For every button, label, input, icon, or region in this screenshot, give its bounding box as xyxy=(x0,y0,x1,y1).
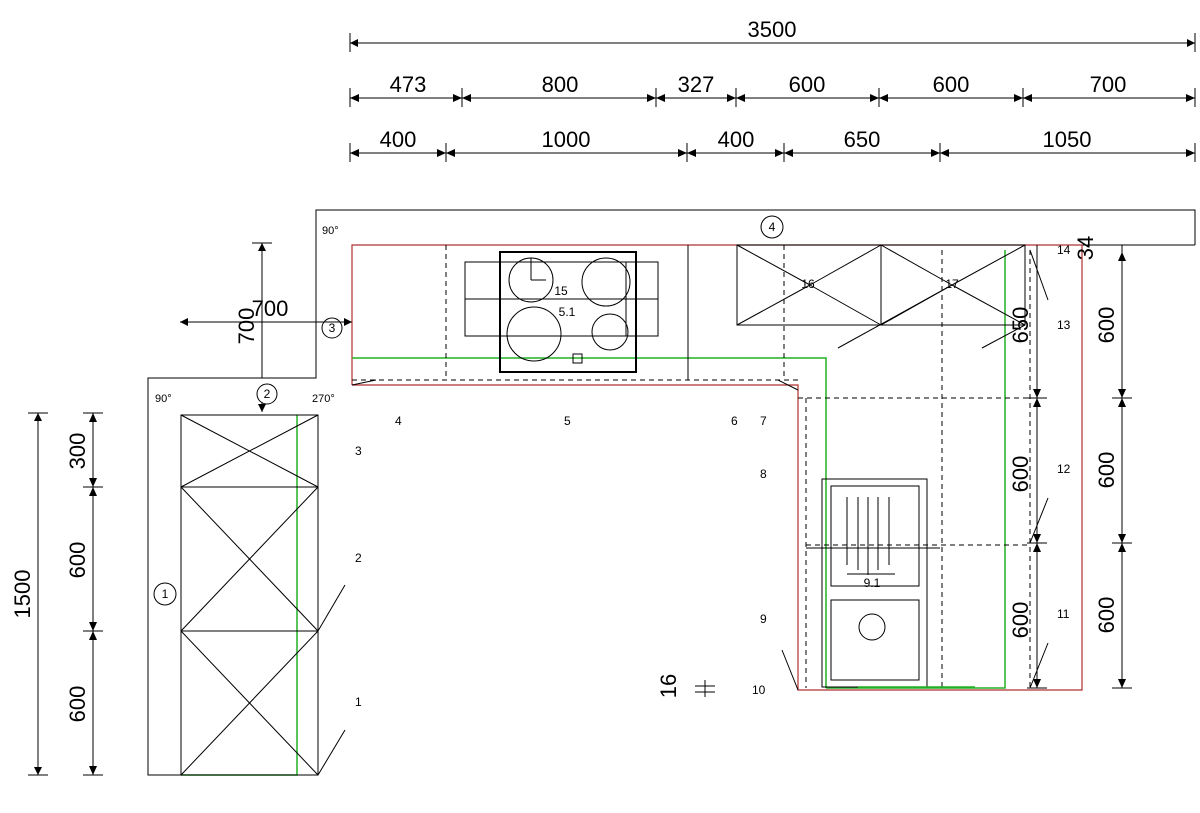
dim-650-inner: 650 xyxy=(1008,307,1033,344)
label-5-1: 5.1 xyxy=(559,305,576,319)
burner-4 xyxy=(591,313,629,351)
wall-marker-3: 3 xyxy=(321,317,352,339)
cab-label-3: 3 xyxy=(355,444,362,458)
dim-600-inner-a: 600 xyxy=(1008,456,1033,493)
label-17: 17 xyxy=(945,277,959,291)
svg-text:1: 1 xyxy=(162,587,169,601)
wall-marker-1: 1 xyxy=(153,582,177,606)
right-run-cabinets xyxy=(781,249,1049,691)
dim-800: 800 xyxy=(542,72,579,97)
dim-600-right-b: 600 xyxy=(1094,452,1119,489)
dim-300: 300 xyxy=(65,433,90,470)
dim-16: 16 xyxy=(656,674,681,698)
dim-600b: 600 xyxy=(933,72,970,97)
dim-327: 327 xyxy=(678,72,715,97)
dim-473: 473 xyxy=(390,72,427,97)
cab-label-4: 4 xyxy=(395,414,402,428)
svg-text:3: 3 xyxy=(329,321,336,335)
cab-label-14: 14 xyxy=(1057,243,1071,257)
cab-label-11: 11 xyxy=(1057,607,1070,621)
cabinet-labels: 1 2 3 4 5 6 7 8 9 10 11 12 13 14 xyxy=(355,243,1071,709)
dim-600a: 600 xyxy=(789,72,826,97)
top-dimension-row2: 473 800 327 600 600 700 xyxy=(349,72,1196,107)
svg-text:4: 4 xyxy=(769,220,776,234)
dim-700: 700 xyxy=(1090,72,1127,97)
left-dimension-overall: 1500 xyxy=(10,412,48,776)
dim-34: 34 xyxy=(1073,236,1098,260)
dim-700-h: 700 xyxy=(252,296,289,321)
label-15: 15 xyxy=(554,284,568,298)
burner-2 xyxy=(581,257,631,307)
wall-outline xyxy=(147,209,1196,776)
hob-appliance: 15 5.1 xyxy=(464,251,659,373)
cab-label-6: 6 xyxy=(731,414,738,428)
dim-600-inner-b: 600 xyxy=(1008,602,1033,639)
dim-1000: 1000 xyxy=(542,127,591,152)
small-dimension-16: 16 xyxy=(656,674,715,698)
label-16: 16 xyxy=(801,277,815,291)
dim-600-left-a: 600 xyxy=(65,542,90,579)
left-run-cabinets xyxy=(180,414,346,776)
label-9-1: 9.1 xyxy=(864,576,881,590)
angle-corner: 270° xyxy=(312,393,335,405)
cab-label-2: 2 xyxy=(355,551,362,565)
countertop-line xyxy=(181,250,1006,776)
dim-650: 650 xyxy=(844,127,881,152)
dim-1050: 1050 xyxy=(1043,127,1092,152)
sink-appliance: 9.1 xyxy=(821,478,975,688)
wall-unit-17: 17 xyxy=(837,244,1026,349)
dim-400b: 400 xyxy=(718,127,755,152)
sink-drain xyxy=(858,613,886,641)
room-boundary xyxy=(351,244,1083,691)
offset-dimension: 700 700 xyxy=(180,242,350,378)
top-dimension-row3: 400 1000 400 650 1050 xyxy=(349,127,1196,162)
dim-400a: 400 xyxy=(380,127,417,152)
burner-3 xyxy=(506,306,562,362)
cab-label-12: 12 xyxy=(1057,462,1071,476)
cab-label-1: 1 xyxy=(355,695,362,709)
cab-label-13: 13 xyxy=(1057,318,1071,332)
dim-600-right-a: 600 xyxy=(1094,307,1119,344)
wall-marker-2: 2 xyxy=(256,383,278,412)
cab-label-7: 7 xyxy=(760,414,767,428)
cab-label-5: 5 xyxy=(564,414,571,428)
dim-700-v: 700 xyxy=(234,308,259,345)
angle-left: 90° xyxy=(155,393,172,405)
dim-600-right-c: 600 xyxy=(1094,597,1119,634)
svg-text:2: 2 xyxy=(264,387,271,401)
cab-label-10: 10 xyxy=(752,683,766,697)
cab-label-9: 9 xyxy=(760,612,767,626)
left-dimension-segments: 300 600 600 xyxy=(65,412,103,776)
inner-right-dimension: 650 600 600 xyxy=(1008,245,1047,689)
angle-top: 90° xyxy=(322,225,339,237)
top-run-cabinets xyxy=(351,245,799,391)
dim-3500: 3500 xyxy=(748,17,797,42)
dim-1500: 1500 xyxy=(10,570,35,619)
wall-unit-16: 16 xyxy=(736,244,882,326)
right-dimension-segments: 600 600 600 34 xyxy=(1073,236,1132,689)
wall-marker-4: 4 xyxy=(760,215,784,239)
cab-label-8: 8 xyxy=(760,467,767,481)
top-dimension-overall: 3500 xyxy=(349,17,1196,52)
dim-600-left-b: 600 xyxy=(65,686,90,723)
